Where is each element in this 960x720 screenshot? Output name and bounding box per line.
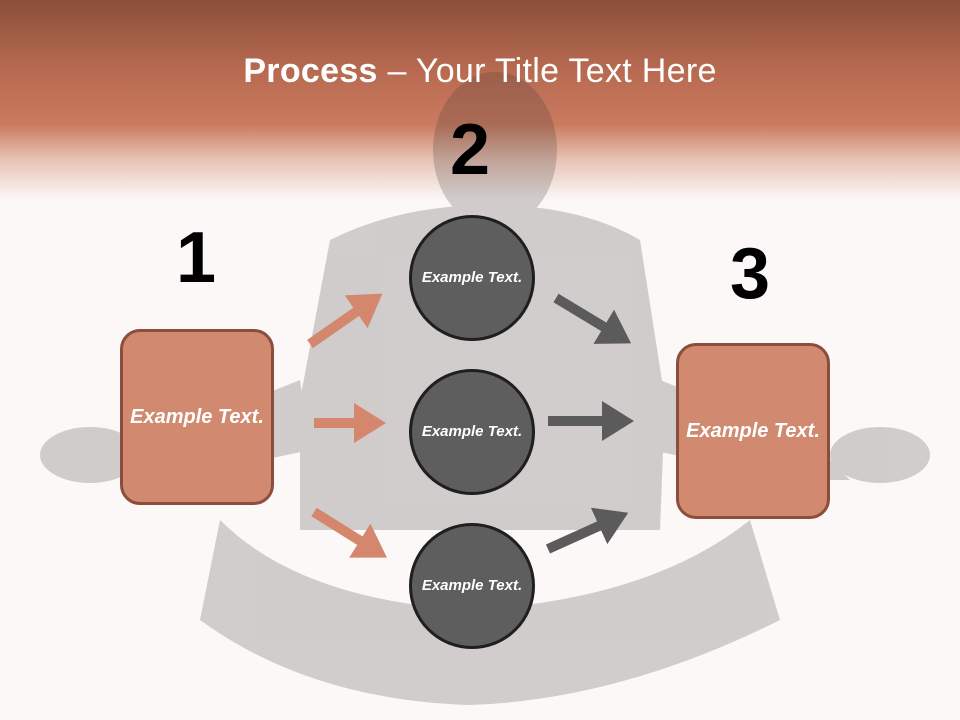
arrow-to-circle-bottom — [311, 507, 387, 558]
step-number-2: 2 — [450, 110, 491, 190]
step-number-1: 1 — [176, 218, 217, 298]
circle-top: Example Text. — [409, 215, 535, 341]
title-bold: Process — [243, 52, 378, 90]
circle-bottom: Example Text. — [409, 523, 535, 649]
circle-top-text: Example Text. — [421, 268, 523, 286]
step-number-3: 3 — [730, 234, 771, 314]
header-band — [0, 0, 960, 200]
step-box-1-text: Example Text. — [130, 405, 264, 428]
circle-bottom-text: Example Text. — [421, 576, 523, 594]
step-box-3: Example Text. — [676, 343, 830, 519]
circle-middle-text: Example Text. — [421, 422, 523, 440]
step-box-1: Example Text. — [120, 329, 274, 505]
arrow-to-circle-top — [307, 293, 383, 349]
title-rest: – Your Title Text Here — [377, 52, 717, 90]
slide-title: Process – Your Title Text Here — [0, 52, 960, 91]
circle-middle: Example Text. — [409, 369, 535, 495]
arrow-from-circle-top — [553, 293, 632, 344]
step-box-3-text: Example Text. — [686, 419, 820, 442]
arrow-from-circle-bottom — [545, 507, 629, 554]
